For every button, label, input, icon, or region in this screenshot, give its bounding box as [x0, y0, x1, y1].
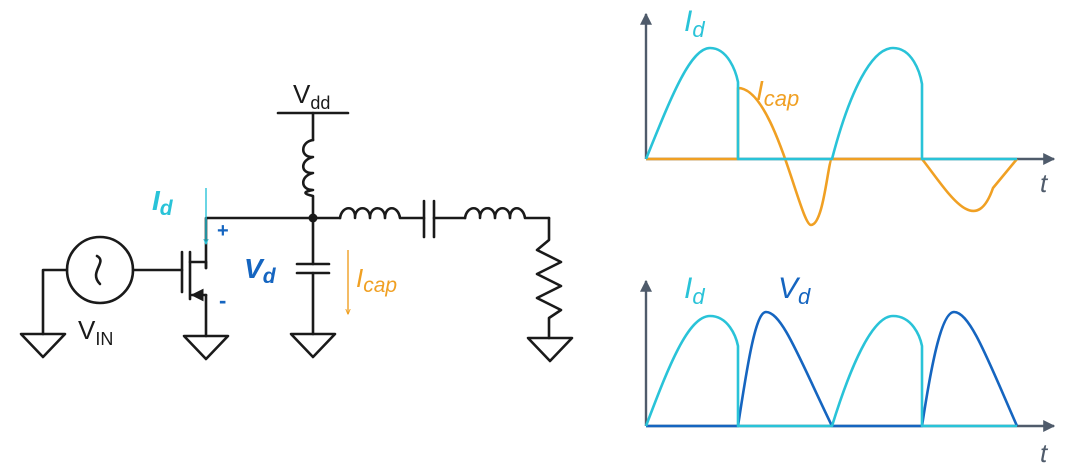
minus-sign: - [219, 288, 226, 313]
icap-label-top: Icap [756, 75, 799, 111]
id-label-bottom: Id [684, 272, 705, 309]
t-label-bottom: t [1040, 438, 1049, 468]
t-label-top: t [1040, 168, 1049, 198]
series-inductor-2 [463, 206, 551, 220]
id-label-top: Id [684, 5, 705, 42]
icap-circuit-label: Icap [356, 263, 397, 297]
vd-waveform [646, 310, 1019, 428]
ac-source [65, 235, 135, 305]
vin-label: VIN [78, 315, 113, 349]
bottom-waveform-plot: Id Vd t [640, 272, 1056, 468]
series-inductor-1 [338, 206, 426, 220]
icap-waveform [646, 86, 1019, 227]
id-waveform [644, 46, 1017, 161]
vd-circuit-label: Vd [244, 253, 277, 288]
ground-icon [526, 336, 574, 363]
source-ground-wire [41, 268, 69, 336]
vdd-label: Vdd [293, 79, 330, 113]
load-resistor [535, 216, 563, 340]
id-waveform [644, 314, 1017, 428]
top-waveform-plot: Id Icap t [640, 5, 1056, 227]
vd-label-bottom: Vd [778, 272, 811, 309]
ground-icon [182, 334, 230, 361]
sine-icon [94, 254, 102, 286]
ground-icon [289, 332, 337, 359]
ground-icon [19, 332, 67, 359]
circuit-schematic: Vdd VIN Id Vd Icap + - [19, 79, 574, 363]
id-circuit-label: Id [152, 185, 174, 220]
rf-choke-inductor [301, 138, 315, 220]
plus-sign: + [217, 220, 229, 242]
